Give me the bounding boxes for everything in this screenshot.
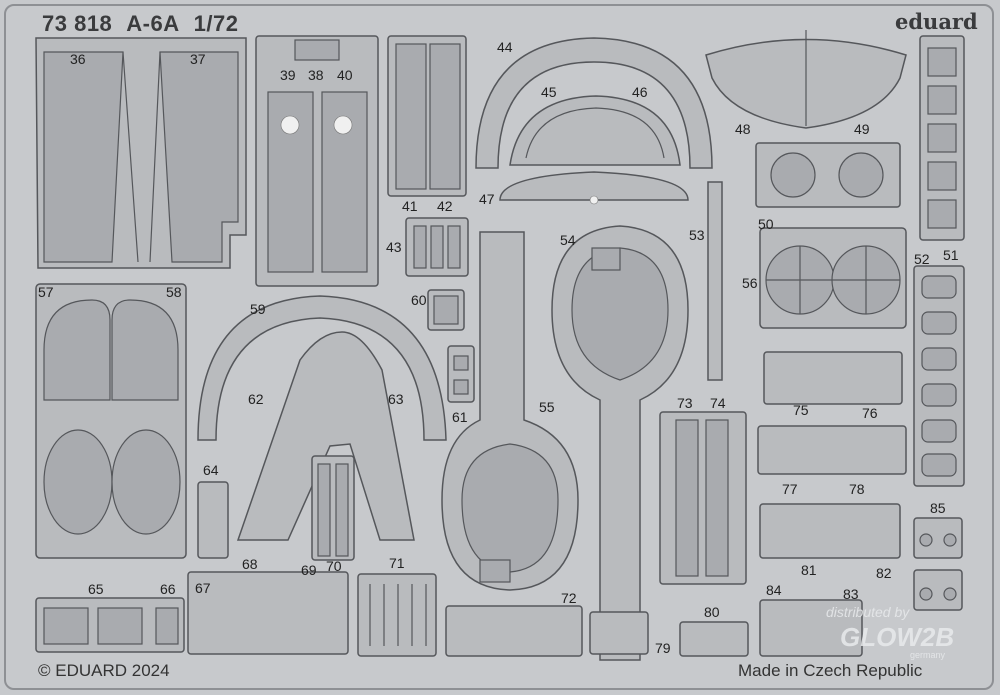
sheet-title: 73 818 A-6A 1/72 — [42, 11, 252, 37]
part-71 — [357, 573, 437, 657]
part-number-53: 53 — [689, 227, 705, 243]
part-number-40: 40 — [337, 67, 353, 83]
part-50 — [755, 142, 901, 208]
part-83-84 — [759, 599, 863, 657]
product-number: 73 818 — [42, 11, 113, 36]
part-44 — [475, 37, 713, 169]
part-number-58: 58 — [166, 284, 182, 300]
part-number-55: 55 — [539, 399, 555, 415]
part-number-54: 54 — [560, 232, 576, 248]
part-70 — [311, 455, 355, 561]
part-73-74 — [659, 411, 747, 585]
part-number-60: 60 — [411, 292, 427, 308]
part-number-51: 51 — [943, 247, 959, 263]
part-number-43: 43 — [386, 239, 402, 255]
part-number-83: 83 — [843, 586, 859, 602]
part-75-76 — [763, 351, 903, 405]
part-number-81: 81 — [801, 562, 817, 578]
part-number-76: 76 — [862, 405, 878, 421]
part-48-49 — [705, 30, 907, 129]
scale-label: 1/72 — [193, 11, 239, 36]
part-number-labels: 36 37 38 39 40 41 42 43 44 45 46 47 48 4… — [38, 39, 959, 656]
part-number-46: 46 — [632, 84, 648, 100]
part-80 — [679, 621, 749, 657]
part-45-46 — [509, 95, 681, 166]
part-number-48: 48 — [735, 121, 751, 137]
part-60 — [427, 289, 465, 331]
part-number-38: 38 — [308, 67, 324, 83]
watermark-logo: GLOW2B — [840, 622, 955, 652]
part-number-65: 65 — [88, 581, 104, 597]
part-52 — [913, 265, 965, 487]
part-65-66 — [35, 597, 185, 653]
part-54 — [551, 225, 689, 661]
part-number-79: 79 — [655, 640, 671, 656]
part-number-71: 71 — [389, 555, 405, 571]
part-number-67: 67 — [195, 580, 211, 596]
part-56 — [759, 227, 907, 329]
part-number-84: 84 — [766, 582, 782, 598]
part-43 — [405, 217, 469, 277]
part-number-77: 77 — [782, 481, 798, 497]
part-number-78: 78 — [849, 481, 865, 497]
part-number-70: 70 — [326, 558, 342, 574]
part-59 — [197, 295, 447, 441]
part-number-80: 80 — [704, 604, 720, 620]
aircraft-name: A-6A — [126, 11, 180, 36]
watermark-country: germany — [910, 650, 946, 660]
part-41-42 — [387, 35, 467, 197]
part-number-62: 62 — [248, 391, 264, 407]
part-number-41: 41 — [402, 198, 418, 214]
part-62-63 — [236, 331, 415, 541]
part-number-74: 74 — [710, 395, 726, 411]
part-81-82 — [759, 503, 901, 559]
part-number-57: 57 — [38, 284, 54, 300]
part-number-68: 68 — [242, 556, 258, 572]
part-number-50: 50 — [758, 216, 774, 232]
part-67-68-69 — [187, 571, 349, 655]
part-number-72: 72 — [561, 590, 577, 606]
origin-text: Made in Czech Republic — [738, 661, 923, 680]
part-number-75: 75 — [793, 402, 809, 418]
part-number-61: 61 — [452, 409, 468, 425]
part-79 — [589, 611, 649, 655]
part-number-85: 85 — [930, 500, 946, 516]
part-38-39-40 — [255, 35, 379, 287]
part-36-37 — [35, 37, 247, 269]
part-77-78 — [757, 425, 907, 475]
part-number-59: 59 — [250, 301, 266, 317]
part-72 — [445, 605, 583, 657]
part-number-42: 42 — [437, 198, 453, 214]
part-number-73: 73 — [677, 395, 693, 411]
part-number-44: 44 — [497, 39, 513, 55]
part-number-36: 36 — [70, 51, 86, 67]
part-64 — [197, 481, 229, 559]
part-number-63: 63 — [388, 391, 404, 407]
part-number-37: 37 — [190, 51, 206, 67]
part-53 — [707, 181, 723, 381]
part-number-56: 56 — [742, 275, 758, 291]
fret-frame — [4, 4, 994, 690]
part-51 — [919, 35, 965, 241]
part-number-39: 39 — [280, 67, 296, 83]
watermark-distributed-by: distributed by — [826, 604, 910, 620]
part-number-49: 49 — [854, 121, 870, 137]
part-85 — [913, 517, 963, 611]
part-number-64: 64 — [203, 462, 219, 478]
part-61 — [447, 345, 475, 403]
part-47 — [499, 171, 689, 205]
eduard-logo: eduard — [895, 9, 978, 34]
part-number-69: 69 — [301, 562, 317, 578]
part-number-66: 66 — [160, 581, 176, 597]
part-number-52: 52 — [914, 251, 930, 267]
part-number-47: 47 — [479, 191, 495, 207]
part-57-58 — [35, 283, 187, 559]
part-number-45: 45 — [541, 84, 557, 100]
part-number-82: 82 — [876, 565, 892, 581]
copyright-text: © EDUARD 2024 — [38, 661, 170, 680]
part-55 — [441, 231, 579, 591]
